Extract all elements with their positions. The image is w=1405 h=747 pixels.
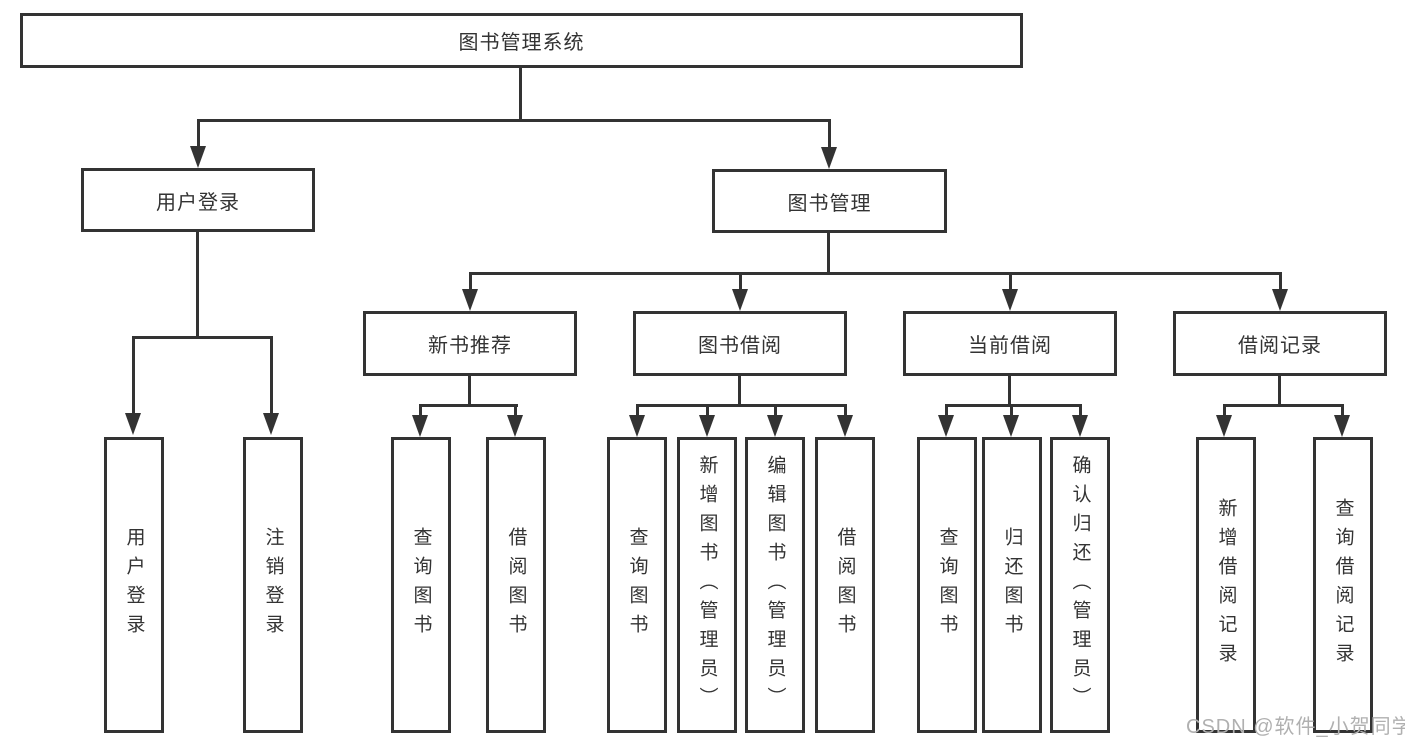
leaf-logout: 注销登录 <box>243 437 303 733</box>
node-book-management-label: 图书管理 <box>787 192 872 215</box>
arrow-to-leaf-query-book-1 <box>412 404 429 437</box>
csdn-watermark: CSDN @软件_小贺同学 <box>1186 716 1405 738</box>
arrow-to-book-management <box>821 119 838 169</box>
leaf-user-login: 用户登录 <box>104 437 164 733</box>
leaf-query-borrow-record-label: 查询借阅记录 <box>1332 498 1354 672</box>
arrow-to-leaf-return-book <box>1003 404 1020 437</box>
arrow-to-leaf-borrow-book-1 <box>507 404 524 437</box>
leaf-edit-book-admin-label: 编辑图书（管理员） <box>764 454 786 716</box>
arrow-to-leaf-add-book <box>699 404 716 437</box>
leaf-logout-label: 注销登录 <box>262 527 284 643</box>
node-root: 图书管理系统 <box>20 13 1023 68</box>
arrow-to-leaf-borrow-book-2 <box>837 404 854 437</box>
leaf-query-book-3-label: 查询图书 <box>936 527 958 643</box>
arrow-to-leaf-query-record <box>1334 404 1351 437</box>
arrow-to-leaf-add-record <box>1216 404 1233 437</box>
connector-new-book-rail <box>419 404 518 407</box>
arrow-to-new-book-recommend <box>462 272 479 311</box>
node-book-borrow-label: 图书借阅 <box>698 335 782 357</box>
node-book-borrow: 图书借阅 <box>633 311 847 376</box>
connector-root-rail <box>197 119 831 122</box>
connector-root-stem <box>519 66 522 121</box>
leaf-add-book-admin: 新增图书（管理员） <box>677 437 737 733</box>
node-user-login: 用户登录 <box>81 168 315 232</box>
leaf-query-book-1: 查询图书 <box>391 437 451 733</box>
connector-current-borrow-stem <box>1008 374 1011 406</box>
arrow-to-leaf-confirm-return <box>1072 404 1089 437</box>
node-book-management: 图书管理 <box>712 169 947 233</box>
leaf-borrow-book-1-label: 借阅图书 <box>505 527 527 643</box>
connector-user-login-rail <box>132 336 273 339</box>
leaf-edit-book-admin: 编辑图书（管理员） <box>745 437 805 733</box>
connector-book-borrow-stem <box>738 374 741 406</box>
leaf-return-book-label: 归还图书 <box>1001 527 1023 643</box>
connector-book-management-stem <box>827 231 830 274</box>
connector-current-borrow-rail <box>945 404 1082 407</box>
arrow-to-leaf-query-book-2 <box>629 404 646 437</box>
leaf-borrow-book-1: 借阅图书 <box>486 437 546 733</box>
leaf-add-book-admin-label: 新增图书（管理员） <box>696 454 718 716</box>
leaf-query-book-3: 查询图书 <box>917 437 977 733</box>
arrow-to-leaf-edit-book <box>767 404 784 437</box>
node-current-borrow: 当前借阅 <box>903 311 1117 376</box>
node-borrow-records: 借阅记录 <box>1173 311 1387 376</box>
node-new-book-recommend: 新书推荐 <box>363 311 577 376</box>
leaf-add-borrow-record: 新增借阅记录 <box>1196 437 1256 733</box>
arrow-to-leaf-logout <box>263 336 280 435</box>
leaf-return-book: 归还图书 <box>982 437 1042 733</box>
leaf-user-login-label: 用户登录 <box>123 527 145 643</box>
leaf-query-book-2: 查询图书 <box>607 437 667 733</box>
connector-borrow-records-stem <box>1278 374 1281 406</box>
leaf-query-book-2-label: 查询图书 <box>626 527 648 643</box>
leaf-borrow-book-2: 借阅图书 <box>815 437 875 733</box>
arrow-to-leaf-query-book-3 <box>938 404 955 437</box>
connector-borrow-records-rail <box>1223 404 1344 407</box>
node-borrow-records-label: 借阅记录 <box>1238 335 1322 357</box>
leaf-confirm-return-admin: 确认归还（管理员） <box>1050 437 1110 733</box>
arrow-to-leaf-user-login <box>125 336 142 435</box>
arrow-to-book-borrow <box>732 272 749 311</box>
node-new-book-recommend-label: 新书推荐 <box>428 335 512 357</box>
leaf-query-borrow-record: 查询借阅记录 <box>1313 437 1373 733</box>
connector-new-book-stem <box>468 374 471 406</box>
node-current-borrow-label: 当前借阅 <box>968 335 1052 357</box>
leaf-confirm-return-admin-label: 确认归还（管理员） <box>1069 454 1091 716</box>
connector-book-management-rail <box>469 272 1282 275</box>
node-root-label: 图书管理系统 <box>458 32 585 54</box>
connector-user-login-stem <box>196 230 199 338</box>
leaf-query-book-1-label: 查询图书 <box>410 527 432 643</box>
arrow-to-current-borrow <box>1002 272 1019 311</box>
connector-book-borrow-rail <box>636 404 847 407</box>
arrow-to-borrow-records <box>1272 272 1289 311</box>
node-user-login-label: 用户登录 <box>156 191 240 214</box>
leaf-borrow-book-2-label: 借阅图书 <box>834 527 856 643</box>
arrow-to-user-login <box>190 119 207 168</box>
leaf-add-borrow-record-label: 新增借阅记录 <box>1215 498 1237 672</box>
